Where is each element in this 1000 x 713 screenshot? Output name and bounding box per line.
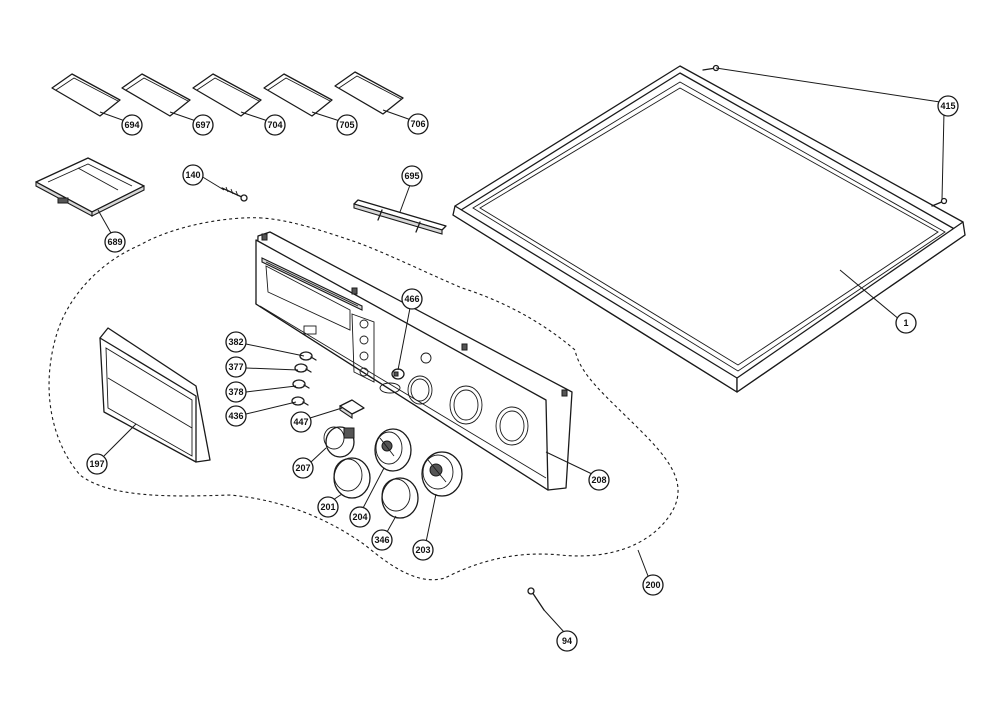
svg-text:140: 140 bbox=[185, 170, 200, 180]
svg-text:197: 197 bbox=[89, 459, 104, 469]
svg-text:705: 705 bbox=[339, 120, 354, 130]
panel-694 bbox=[51, 73, 121, 117]
button-436 bbox=[291, 396, 309, 406]
panel-697 bbox=[121, 73, 191, 117]
callout-415: 415 bbox=[937, 95, 959, 117]
button-378 bbox=[292, 379, 310, 389]
callout-1: 1 bbox=[895, 312, 917, 334]
callout-140: 140 bbox=[182, 164, 204, 186]
knob-466 bbox=[391, 368, 405, 380]
callout-200: 200 bbox=[642, 574, 664, 596]
svg-text:694: 694 bbox=[124, 120, 139, 130]
screw-94 bbox=[527, 587, 545, 611]
svg-text:704: 704 bbox=[267, 120, 282, 130]
svg-text:697: 697 bbox=[195, 120, 210, 130]
callout-436: 436 bbox=[225, 405, 247, 427]
dispenser-tray-689 bbox=[35, 157, 145, 217]
svg-text:377: 377 bbox=[228, 362, 243, 372]
svg-text:382: 382 bbox=[228, 337, 243, 347]
svg-text:346: 346 bbox=[374, 535, 389, 545]
knob-346 bbox=[381, 477, 419, 519]
callout-204: 204 bbox=[349, 506, 371, 528]
callout-382: 382 bbox=[225, 331, 247, 353]
assembly-outline-200 bbox=[48, 217, 679, 581]
svg-text:706: 706 bbox=[410, 119, 425, 129]
svg-text:203: 203 bbox=[415, 545, 430, 555]
callout-447: 447 bbox=[290, 411, 312, 433]
button-382 bbox=[299, 351, 317, 361]
svg-text:378: 378 bbox=[228, 387, 243, 397]
callout-378: 378 bbox=[225, 381, 247, 403]
knob-207 bbox=[323, 426, 355, 458]
callout-466: 466 bbox=[401, 288, 423, 310]
bracket-695 bbox=[353, 199, 447, 235]
svg-text:201: 201 bbox=[320, 502, 335, 512]
callout-694: 694 bbox=[121, 114, 143, 136]
screw-140 bbox=[221, 186, 248, 202]
svg-text:204: 204 bbox=[352, 512, 367, 522]
callout-705: 705 bbox=[336, 114, 358, 136]
timer-204 bbox=[374, 428, 412, 472]
top-lid-1 bbox=[452, 65, 966, 393]
callout-346: 346 bbox=[371, 529, 393, 551]
leader-lines bbox=[97, 67, 945, 633]
button-377 bbox=[294, 363, 312, 373]
switch-447 bbox=[339, 399, 365, 420]
svg-text:689: 689 bbox=[107, 237, 122, 247]
callout-377: 377 bbox=[225, 356, 247, 378]
callout-94: 94 bbox=[556, 630, 578, 652]
callout-704: 704 bbox=[264, 114, 286, 136]
callout-197: 197 bbox=[86, 453, 108, 475]
svg-text:466: 466 bbox=[404, 294, 419, 304]
panel-705 bbox=[263, 73, 333, 117]
panel-706 bbox=[334, 71, 404, 115]
callout-203: 203 bbox=[412, 539, 434, 561]
svg-text:1: 1 bbox=[903, 318, 908, 328]
timer-203 bbox=[421, 451, 463, 497]
callout-208: 208 bbox=[588, 469, 610, 491]
svg-text:208: 208 bbox=[591, 475, 606, 485]
svg-text:200: 200 bbox=[645, 580, 660, 590]
svg-text:415: 415 bbox=[940, 101, 955, 111]
knob-201 bbox=[333, 457, 371, 499]
svg-text:447: 447 bbox=[293, 417, 308, 427]
console-panel-208 bbox=[255, 231, 573, 491]
callout-706: 706 bbox=[407, 113, 429, 135]
callout-201: 201 bbox=[317, 496, 339, 518]
callout-207: 207 bbox=[292, 457, 314, 479]
panel-704 bbox=[192, 73, 262, 117]
callout-689: 689 bbox=[104, 231, 126, 253]
callout-695: 695 bbox=[401, 165, 423, 187]
svg-text:207: 207 bbox=[295, 463, 310, 473]
drawer-front-197 bbox=[99, 327, 211, 463]
svg-text:436: 436 bbox=[228, 411, 243, 421]
screw-415-side bbox=[931, 197, 948, 207]
svg-text:94: 94 bbox=[562, 636, 572, 646]
svg-text:695: 695 bbox=[404, 171, 419, 181]
callout-697: 697 bbox=[192, 114, 214, 136]
